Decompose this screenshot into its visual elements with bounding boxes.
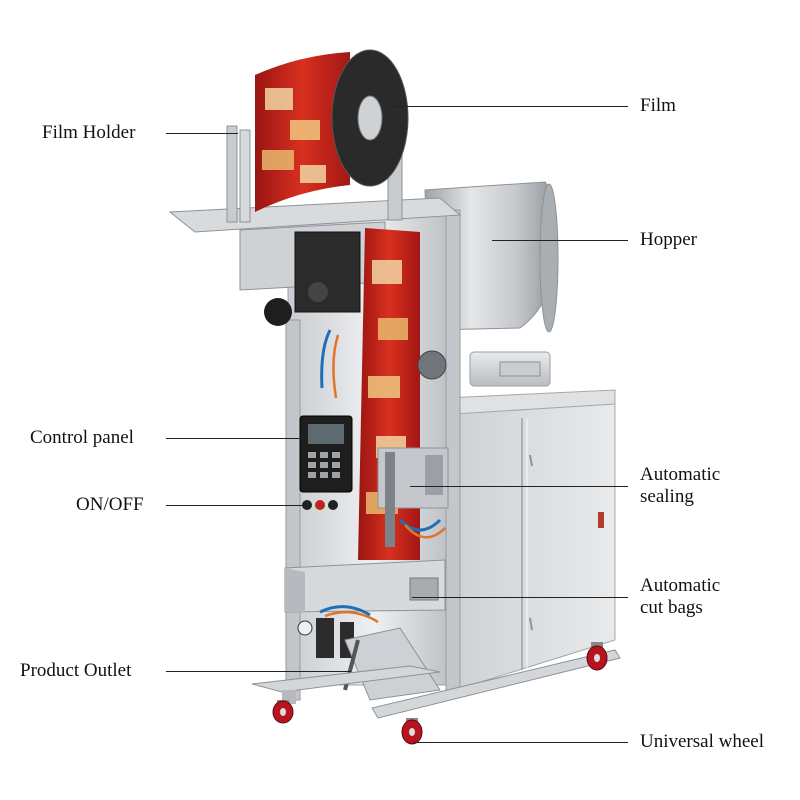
- label-on-off: ON/OFF: [76, 494, 144, 515]
- leader-product-outlet: [166, 671, 351, 672]
- label-universal-wheel: Universal wheel: [640, 731, 764, 752]
- base-frame: [251, 649, 621, 719]
- label-film: Film: [640, 95, 676, 116]
- leader-universal-wheel: [414, 742, 628, 743]
- wheel-icon: [272, 700, 294, 724]
- leader-film-holder: [166, 133, 238, 134]
- leader-control-panel: [166, 438, 306, 439]
- label-automatic-sealing: Automatic sealing: [640, 464, 720, 508]
- label-control-panel: Control panel: [30, 427, 134, 448]
- label-automatic-cut-bags: Automatic cut bags: [640, 575, 720, 619]
- cutting-unit: [284, 559, 446, 613]
- wheel-icon: [586, 642, 608, 671]
- cabinet-lock-icon: [598, 512, 604, 528]
- label-automatic-cut-bags-line1: Automatic: [640, 575, 721, 596]
- label-automatic-sealing-line2: sealing: [640, 486, 694, 507]
- sealing-unit: [377, 447, 449, 547]
- label-automatic-sealing-line1: Automatic: [640, 464, 721, 485]
- film-roll: [255, 49, 409, 212]
- label-product-outlet: Product Outlet: [20, 660, 132, 681]
- leader-automatic-sealing: [410, 486, 628, 487]
- label-automatic-cut-bags-line2: cut bags: [640, 597, 703, 618]
- wheel-icon: [401, 718, 423, 745]
- forming-unit: [264, 231, 361, 399]
- side-cabinet: [444, 389, 616, 691]
- on-off-switch: [302, 500, 338, 510]
- leader-automatic-cut-bags: [412, 597, 628, 598]
- label-hopper: Hopper: [640, 229, 697, 250]
- control-panel: [299, 415, 353, 493]
- leader-hopper: [492, 240, 628, 241]
- leader-on-off: [166, 505, 304, 506]
- pneumatic-regulator: [297, 605, 379, 658]
- leader-film: [390, 106, 628, 107]
- label-film-holder: Film Holder: [42, 122, 136, 143]
